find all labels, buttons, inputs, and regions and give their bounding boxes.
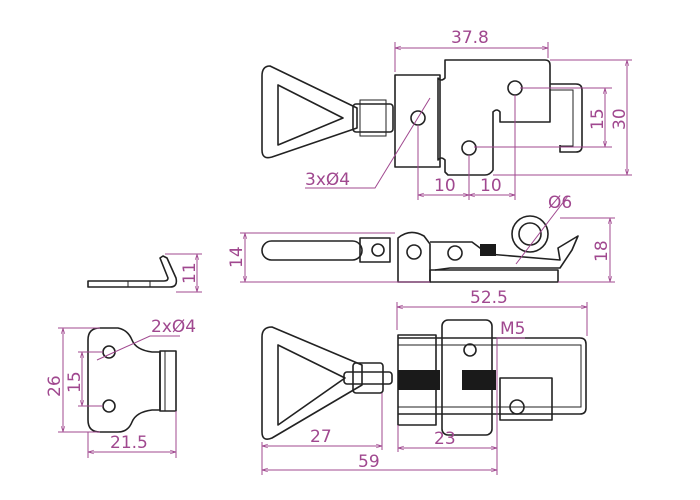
dim-hole-spacing: 15 [588, 108, 608, 130]
dim-handle-length: 27 [310, 427, 332, 447]
base-plate [437, 59, 551, 176]
dim-width: 37.8 [451, 28, 489, 48]
bottom-view: 52.5 M5 27 23 59 [261, 288, 588, 475]
bracket-side-view: 11 [87, 253, 202, 293]
dim-thread-length: 23 [434, 429, 456, 449]
dim-holes: 3xØ4 [305, 170, 350, 190]
dim-offset-1: 10 [434, 176, 456, 196]
bracket-front-view: 26 15 21.5 2xØ4 [45, 317, 196, 458]
dim-bracket-holes: 2xØ4 [151, 317, 196, 337]
dim-bracket-width: 21.5 [110, 433, 148, 453]
dim-loop-hole: Ø6 [548, 193, 572, 213]
dim-bracket-hole-spacing: 15 [65, 371, 85, 393]
wire-loop [550, 83, 583, 153]
dim-height: 30 [610, 108, 630, 130]
triangle-handle [261, 326, 363, 440]
dim-thread: M5 [500, 319, 525, 339]
dim-body-length: 52.5 [470, 288, 508, 308]
dim-bracket-height: 11 [180, 262, 200, 284]
top-view: 37.8 15 30 10 10 3xØ4 [261, 28, 632, 200]
hole [461, 140, 477, 156]
hole [507, 80, 523, 96]
dim-side-height-right: 18 [592, 240, 612, 262]
wire-loop [398, 337, 587, 415]
dim-bracket-front-height: 26 [45, 375, 65, 397]
side-view: 14 Ø6 18 [227, 193, 615, 283]
dim-side-height: 14 [227, 246, 247, 268]
triangle-handle [261, 65, 358, 159]
dim-total-length: 59 [358, 452, 380, 472]
lever [261, 240, 363, 261]
dim-offset-2: 10 [480, 176, 502, 196]
